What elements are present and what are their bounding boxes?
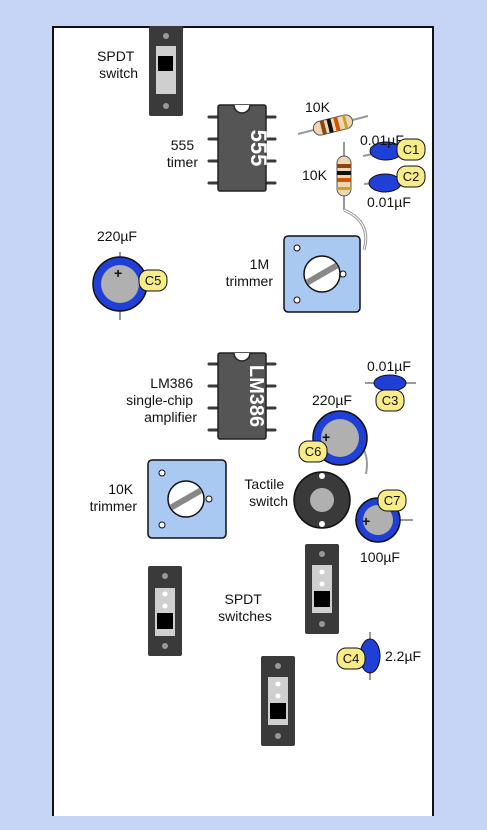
tag-c4: C4 <box>336 647 366 670</box>
svg-text:C2: C2 <box>403 169 420 184</box>
c2-value: 0.01µF <box>367 194 411 210</box>
spdt-switch-right <box>305 544 339 634</box>
resistor-r2 <box>336 142 368 251</box>
timer-555-chip: 555 <box>207 104 277 192</box>
resistor-r1 <box>297 114 369 136</box>
c3-value: 0.01µF <box>367 358 411 374</box>
r1-value: 10K <box>305 99 331 115</box>
lm386-chip-marking: LM386 <box>245 365 267 427</box>
tag-c6: C6 <box>298 440 328 463</box>
lm386-label: LM386 single-chip amplifier <box>126 375 197 425</box>
c7-value: 100µF <box>360 549 400 565</box>
svg-text:C1: C1 <box>403 142 420 157</box>
c5-value: 220µF <box>97 228 137 244</box>
capacitor-c5: + <box>92 252 148 320</box>
c6-plus: + <box>322 429 330 445</box>
trimmer-10k-label: 10K trimmer <box>90 481 138 514</box>
capacitor-c4 <box>359 632 381 680</box>
tactile-label: Tactile switch <box>244 476 288 509</box>
spdt-switch-top <box>149 26 183 116</box>
spdt-switches-label: SPDT switches <box>218 591 272 624</box>
c5-plus: + <box>114 265 122 281</box>
tag-c1: C1 <box>396 138 426 161</box>
svg-text:C6: C6 <box>305 444 322 459</box>
trimmer-1m-label: 1M trimmer <box>226 256 274 289</box>
svg-text:C5: C5 <box>145 273 162 288</box>
c1-value: 0.01µF <box>360 132 404 148</box>
r2-value: 10K <box>302 167 328 183</box>
spdt-switch-left <box>148 566 182 656</box>
trimmer-1m <box>283 235 361 313</box>
spdt-switch-bottom <box>261 656 295 746</box>
lm386-chip: LM386 <box>207 352 277 440</box>
tag-c5: C5 <box>138 269 168 292</box>
c4-value: 2.2µF <box>385 648 421 664</box>
capacitor-c3 <box>365 374 416 392</box>
tag-c2: C2 <box>396 165 426 188</box>
tactile-switch <box>293 471 351 529</box>
c6-value: 220µF <box>312 392 352 408</box>
timer-555-label: 555 timer <box>167 137 198 170</box>
timer-chip-marking: 555 <box>246 130 271 167</box>
svg-text:C4: C4 <box>343 651 360 666</box>
tag-c3: C3 <box>375 389 405 412</box>
spdt-switch-label: SPDT switch <box>97 48 138 81</box>
svg-text:C3: C3 <box>382 393 399 408</box>
c7-plus: + <box>362 513 370 529</box>
svg-text:C7: C7 <box>384 493 401 508</box>
tag-c7: C7 <box>377 489 407 512</box>
trimmer-10k <box>147 459 227 539</box>
